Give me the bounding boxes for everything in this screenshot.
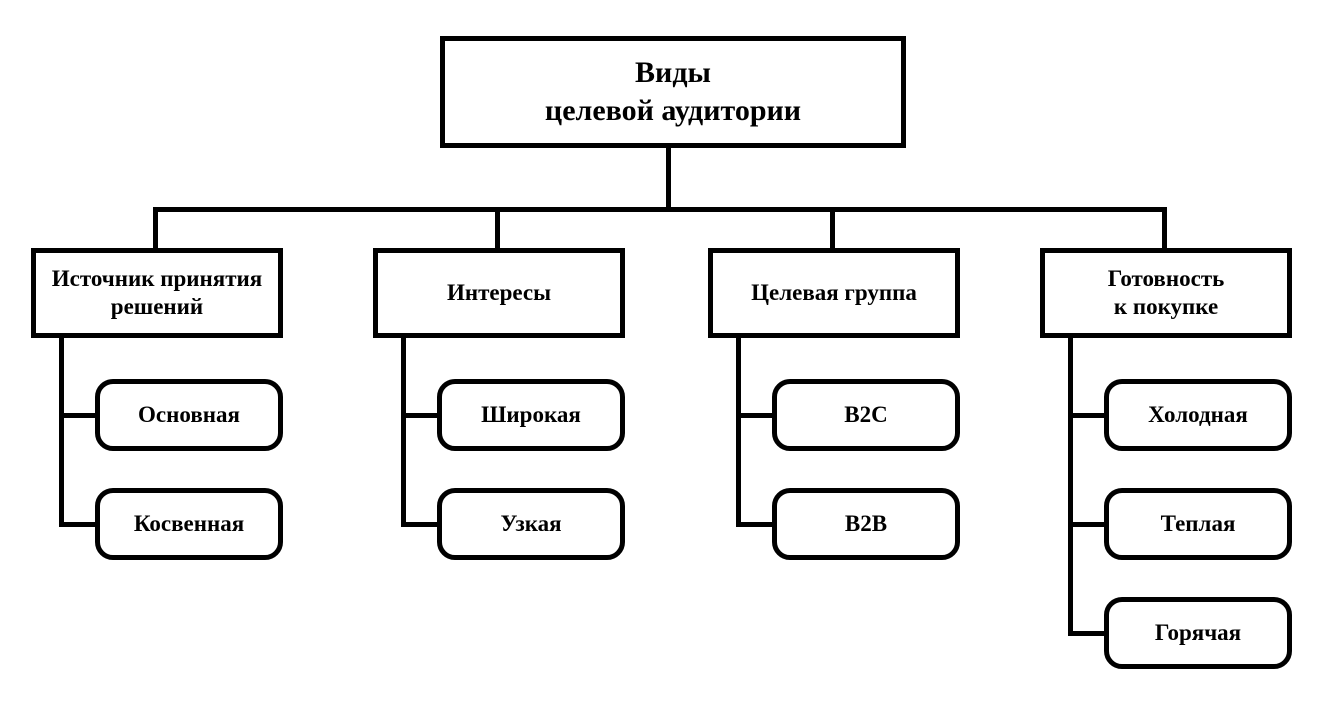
connector-root-vertical [666, 145, 671, 212]
leaf-node-b2b: B2B [772, 488, 960, 560]
branch-node-decision-source: Источник принятия решений [31, 248, 283, 338]
connector-drop-branch-1 [153, 207, 158, 250]
connector-branch-2-stub-2 [401, 522, 441, 527]
connector-branch-4-vertical [1068, 336, 1073, 635]
connector-drop-branch-2 [495, 207, 500, 250]
connector-branch-4-stub-1 [1068, 413, 1108, 418]
leaf-node-cold: Холодная [1104, 379, 1292, 451]
connector-branch-1-vertical [59, 336, 64, 526]
connector-branch-2-vertical [401, 336, 406, 526]
branch-node-interests: Интересы [373, 248, 625, 338]
connector-main-horizontal [153, 207, 1167, 212]
connector-branch-3-stub-1 [736, 413, 776, 418]
leaf-node-hot: Горячая [1104, 597, 1292, 669]
root-node-target-audience-types: Виды целевой аудитории [440, 36, 906, 148]
leaf-node-b2c: B2C [772, 379, 960, 451]
leaf-node-narrow: Узкая [437, 488, 625, 560]
connector-branch-3-stub-2 [736, 522, 776, 527]
connector-branch-4-stub-3 [1068, 631, 1108, 636]
branch-node-purchase-readiness: Готовность к покупке [1040, 248, 1292, 338]
leaf-node-indirect: Косвенная [95, 488, 283, 560]
leaf-node-warm: Теплая [1104, 488, 1292, 560]
connector-drop-branch-3 [830, 207, 835, 250]
leaf-node-broad: Широкая [437, 379, 625, 451]
connector-branch-1-stub-2 [59, 522, 99, 527]
connector-branch-1-stub-1 [59, 413, 99, 418]
connector-drop-branch-4 [1162, 207, 1167, 250]
leaf-node-primary: Основная [95, 379, 283, 451]
connector-branch-2-stub-1 [401, 413, 441, 418]
connector-branch-4-stub-2 [1068, 522, 1108, 527]
connector-branch-3-vertical [736, 336, 741, 526]
branch-node-target-group: Целевая группа [708, 248, 960, 338]
